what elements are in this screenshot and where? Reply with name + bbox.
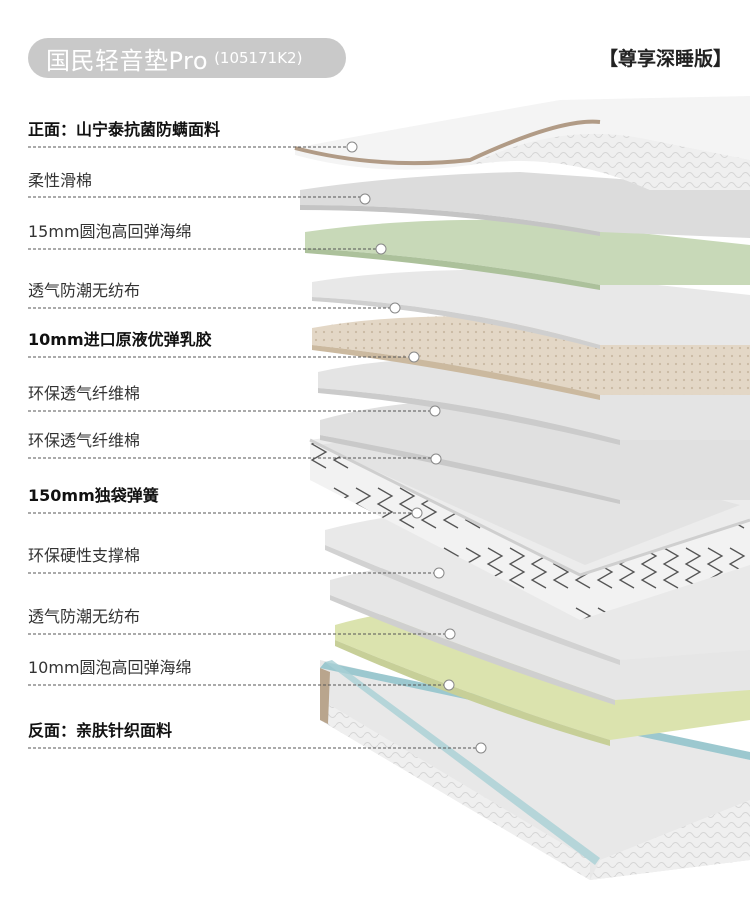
layer-label-15mm-foam: 15mm圆泡高回弹海绵 — [28, 222, 192, 241]
product-title-pill: 国民轻音垫Pro (105171K2) — [28, 38, 346, 78]
green-foam-layer — [305, 219, 750, 290]
layer-label-back-fabric: 反面：亲肤针织面料 — [28, 721, 173, 740]
model-code: (105171K2) — [214, 49, 303, 67]
edition-label: 【尊享深睡版】 — [598, 48, 732, 70]
layer-label-pocket-springs: 150mm独袋弹簧 — [28, 486, 159, 505]
layer-label-fiber-cotton-2: 环保透气纤维棉 — [28, 431, 141, 450]
pocket-spring-layer — [309, 420, 750, 620]
layer-label-nonwoven-top: 透气防潮无纺布 — [28, 281, 141, 300]
layer-label-10mm-foam: 10mm圆泡高回弹海绵 — [28, 658, 192, 677]
layer-label-fiber-cotton-1: 环保透气纤维棉 — [28, 384, 141, 403]
layer-label-support-cotton: 环保硬性支撑棉 — [28, 546, 141, 565]
top-nonwoven-layer — [312, 269, 750, 349]
layer-label-soft-cotton: 柔性滑棉 — [28, 171, 93, 190]
mattress-base-layer — [320, 660, 750, 880]
layer-label-latex: 10mm进口原液优弹乳胶 — [28, 330, 212, 349]
leader-lines — [28, 141, 487, 754]
product-name: 国民轻音垫Pro — [46, 46, 209, 75]
layer-label-nonwoven-bottom: 透气防潮无纺布 — [28, 607, 141, 626]
layer-label-front-fabric: 正面：山宁泰抗菌防螨面料 — [28, 120, 221, 139]
top-fabric-layer — [294, 96, 750, 190]
soft-cotton-layer — [300, 172, 750, 238]
